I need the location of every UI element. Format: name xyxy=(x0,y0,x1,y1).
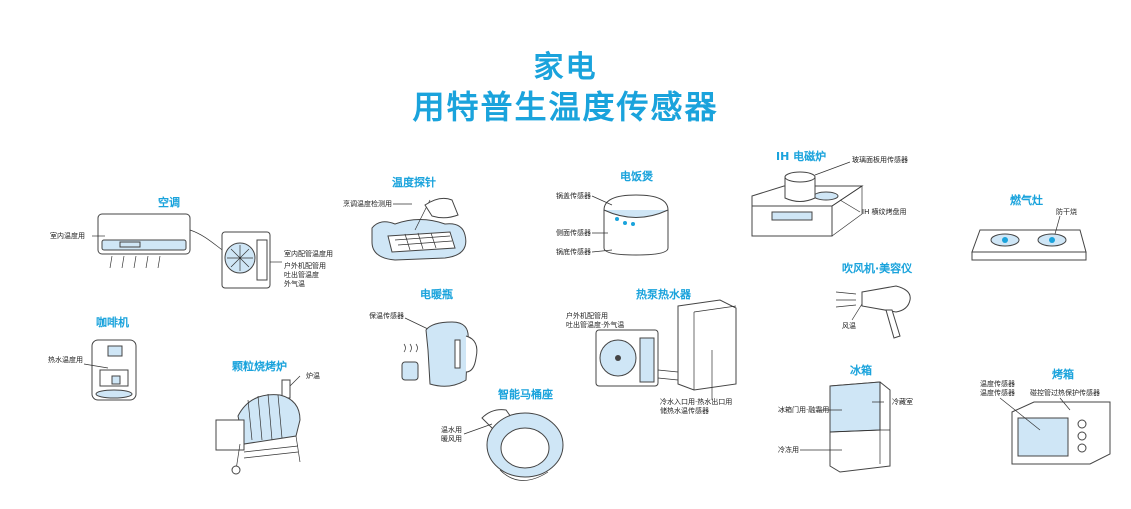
toilet-group: 智能马桶座 温水用 暖风用 xyxy=(441,387,564,481)
grill-barrel xyxy=(237,394,301,445)
kettle-label-1: 保温传感器 xyxy=(369,311,404,320)
aircon-label-1: 室内温度用 xyxy=(50,231,85,240)
fridge-label-3: 冷冻用 xyxy=(778,445,799,454)
heat-pump-label-1: 户外机配管用 xyxy=(566,311,608,320)
heat-pump-group: 热泵热水器 户外机配管用 吐出管温度·外气温 冷水入口用·热水出口用 储热水温传… xyxy=(566,287,737,415)
rice-cooker-label-3: 锅底传感器 xyxy=(556,247,591,256)
rice-cooker-body xyxy=(603,194,669,256)
rice-cooker-title: 电饭煲 xyxy=(620,169,654,183)
rice-cooker-label-2: 侧面传感器 xyxy=(556,228,591,237)
aircon-label-4: 吐出管温度 xyxy=(284,270,319,279)
fridge-label-1: 冷藏室 xyxy=(892,397,913,406)
hair-dryer-label-1: 风温 xyxy=(842,321,856,330)
grill-group: 颗粒烧烤炉 炉温 xyxy=(215,359,320,475)
fridge-title: 冰箱 xyxy=(850,363,872,377)
rice-cooker-group: 电饭煲 锅盖传感器 侧面传感器 锅底传感器 xyxy=(556,169,669,256)
ih-label-1: 玻璃面板用传感器 xyxy=(852,155,908,164)
oven-label-2: 温度传感器 xyxy=(980,388,1015,397)
gas-stove-label-1: 防干烧 xyxy=(1056,207,1077,216)
aircon-label-2: 室内配管温度用 xyxy=(284,249,333,258)
aircon-label-3: 户外机配管用 xyxy=(284,261,326,270)
kettle-group: 电暖瓶 保温传感器 xyxy=(369,287,478,387)
heat-pump-title: 热泵热水器 xyxy=(636,287,692,301)
fridge-label-2: 冰箱门用·融霜用 xyxy=(778,405,829,414)
probe-group: 温度探针 烹调温度检测用 xyxy=(343,175,467,261)
aircon-group: 空调 室内温度用 室内配管温度用 户外机配管用 吐出管温度 外气温 xyxy=(50,195,333,289)
grill-label-1: 炉温 xyxy=(306,371,320,380)
coffee-label-1: 热水温度用 xyxy=(48,355,83,364)
toilet-label-1: 温水用 xyxy=(441,425,462,434)
toilet-label-2: 暖风用 xyxy=(441,435,462,443)
heat-pump-label-2: 吐出管温度·外气温 xyxy=(566,320,624,329)
kettle-body xyxy=(425,321,469,387)
oven-label-3: 碰控管过热保护传感器 xyxy=(1030,388,1100,397)
oven-group: 烤箱 温度传感器 温度传感器 碰控管过热保护传感器 xyxy=(980,367,1111,465)
aircon-title: 空调 xyxy=(158,195,180,209)
ih-group: IH 电磁炉 玻璃面板用传感器 IH 横纹烤盘用 xyxy=(751,149,908,237)
rice-cooker-label-1: 锅盖传感器 xyxy=(556,191,591,200)
kettle-title: 电暖瓶 xyxy=(420,287,453,301)
heat-pump-label-3: 冷水入口用·热水出口用 xyxy=(660,397,732,406)
toilet-title: 智能马桶座 xyxy=(498,387,553,401)
coffee-group: 咖啡机 热水温度用 xyxy=(48,315,137,401)
ih-title: IH 电磁炉 xyxy=(776,149,826,163)
coffee-title: 咖啡机 xyxy=(96,315,129,329)
title-line-2: 用特普生温度传感器 xyxy=(412,88,719,126)
heat-pump-tank xyxy=(677,299,737,391)
grill-title: 颗粒烧烤炉 xyxy=(232,359,287,373)
fridge-group: 冰箱 冷藏室 冰箱门用·融霜用 冷冻用 xyxy=(778,363,913,473)
gas-stove-title: 燃气灶 xyxy=(1009,193,1043,207)
hair-dryer-group: 吹风机·美容仪 风温 xyxy=(835,261,913,339)
title-line-1: 家电 xyxy=(533,50,598,85)
gas-stove-group: 燃气灶 防干烧 xyxy=(971,193,1087,261)
probe-title: 温度探针 xyxy=(392,175,436,189)
hair-dryer-title: 吹风机·美容仪 xyxy=(842,261,913,275)
probe-label-1: 烹调温度检测用 xyxy=(343,199,392,208)
oven-label-1: 温度传感器 xyxy=(980,379,1015,388)
oven-title: 烤箱 xyxy=(1052,367,1074,381)
ih-label-2: IH 横纹烤盘用 xyxy=(862,207,907,216)
heat-pump-label-4: 储热水温传感器 xyxy=(660,406,709,415)
aircon-label-5: 外气温 xyxy=(284,279,305,288)
hair-dryer-body xyxy=(861,285,911,313)
